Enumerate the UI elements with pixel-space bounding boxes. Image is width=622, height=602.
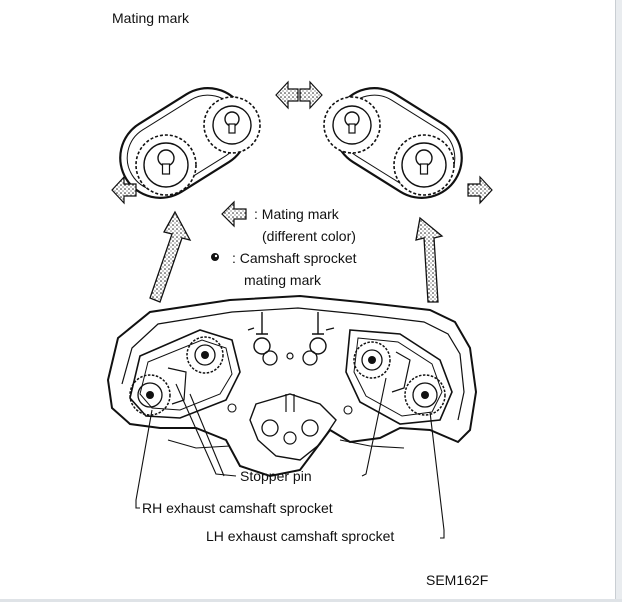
leader-lines bbox=[135, 377, 445, 539]
legend-camshaft-note: mating mark bbox=[244, 272, 322, 288]
mating-mark-arrow-icon bbox=[221, 200, 247, 228]
window-edge-bottom bbox=[0, 599, 622, 602]
mating-mark-arrow-icon bbox=[111, 175, 137, 205]
right-upper-sprocket bbox=[323, 96, 381, 154]
left-lower-sprocket bbox=[135, 134, 197, 196]
mating-mark-arrow-icon bbox=[299, 80, 323, 110]
callout-rh-exhaust-sprocket: RH exhaust camshaft sprocket bbox=[142, 500, 333, 516]
diagram-title: Mating mark bbox=[112, 10, 190, 26]
right-lower-sprocket bbox=[393, 134, 455, 196]
right-assembly-arrow bbox=[415, 216, 444, 303]
left-assembly-arrow bbox=[149, 210, 192, 303]
callout-lh-exhaust-sprocket: LH exhaust camshaft sprocket bbox=[206, 528, 395, 544]
mating-mark-arrow-icon bbox=[467, 175, 493, 205]
legend-mating-mark-note: (different color) bbox=[262, 228, 356, 244]
engine-front-view bbox=[106, 294, 478, 478]
legend-camshaft-text: : Camshaft sprocket bbox=[232, 250, 357, 266]
camshaft-mark-dot-icon bbox=[211, 253, 219, 261]
legend-mating-mark-text: : Mating mark bbox=[254, 206, 339, 222]
callout-stopper-pin: Stopper pin bbox=[240, 468, 312, 484]
window-edge-right bbox=[615, 0, 622, 602]
left-upper-sprocket bbox=[203, 96, 261, 154]
mating-mark-arrow-icon bbox=[275, 80, 299, 110]
figure-code: SEM162F bbox=[426, 572, 489, 588]
